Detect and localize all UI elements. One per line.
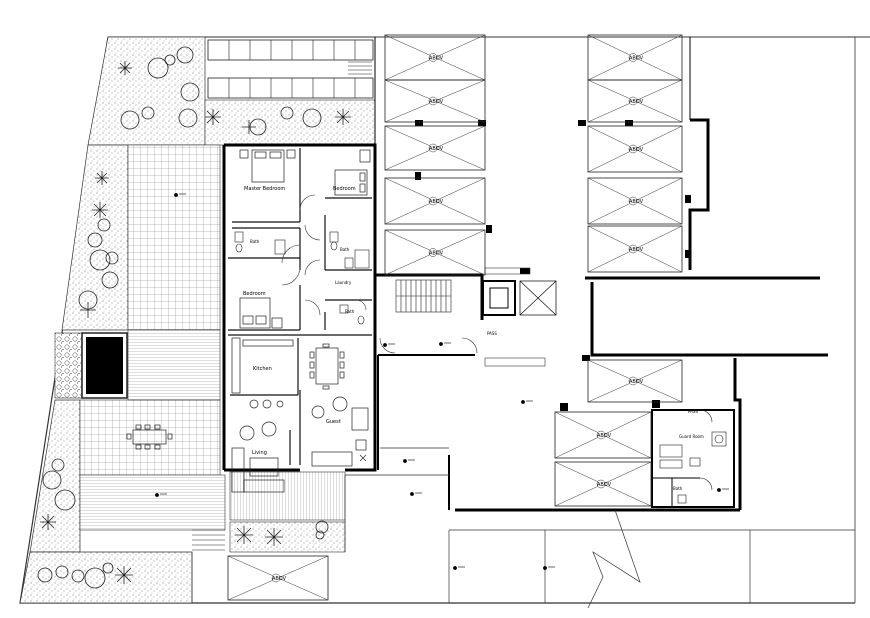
level-marker-icon xyxy=(543,566,555,570)
parking-stall: ABOV xyxy=(384,34,486,81)
parking-stall: ABOV xyxy=(384,229,486,276)
parking-stall: ABOV xyxy=(384,177,486,225)
level-marker-icon xyxy=(521,400,533,404)
parking-stall: ABOV xyxy=(587,125,683,173)
entry-steps xyxy=(191,529,225,603)
door-swings xyxy=(281,194,478,354)
parking-stall: ABOV xyxy=(554,411,652,459)
room-label-master-bedroom: Master Bedroom xyxy=(244,186,285,192)
parking-stall-label: ABOV xyxy=(629,147,644,153)
staircase-icon xyxy=(348,61,372,75)
road xyxy=(344,447,855,609)
parking-stall: ABOV xyxy=(587,177,683,225)
guard-room-walls xyxy=(651,409,735,508)
kitchen-furniture xyxy=(231,337,345,409)
parking-stall-label: ABOV xyxy=(429,55,444,61)
tree-icon xyxy=(37,46,351,589)
interior-walls xyxy=(228,148,372,465)
room-label-laundry: Laundry xyxy=(335,280,352,285)
garage-columns xyxy=(415,120,691,411)
parking-stall: ABOV xyxy=(587,79,683,123)
parking-stall: ABOV xyxy=(554,461,652,507)
deck-lower xyxy=(79,474,226,531)
level-marker-icon xyxy=(403,459,415,463)
parking-stall: ABOV xyxy=(587,359,683,403)
room-label-bath-3: Bath xyxy=(345,309,355,314)
parking-stall: ABOV xyxy=(227,555,329,601)
room-label-bedroom-1: Bedroom xyxy=(333,186,356,192)
level-marker-icon xyxy=(383,343,395,347)
guard-room-furniture xyxy=(659,409,727,504)
level-marker-icon xyxy=(717,488,729,492)
parking-stall-label: ABOV xyxy=(629,99,644,105)
level-marker-icon xyxy=(439,342,451,346)
parking-stall-label: ABOV xyxy=(429,250,444,256)
room-label-guard-room: Guard Room xyxy=(679,434,704,439)
level-marker-icon xyxy=(410,492,422,496)
bedroom-furniture xyxy=(239,149,371,329)
parking-stall-label: ABOV xyxy=(597,482,612,488)
deck-upper xyxy=(127,329,221,401)
parking-stall-label: ABOV xyxy=(429,199,444,205)
residence-walls xyxy=(222,143,377,472)
parking-stall: ABOV xyxy=(587,225,683,273)
parking-stall-label: ABOV xyxy=(629,55,644,61)
dining-table-icon xyxy=(126,424,173,450)
room-label-living: Living xyxy=(252,450,267,456)
parking-stall-label: ABOV xyxy=(272,576,287,582)
parking-stall-label: ABOV xyxy=(629,379,644,385)
bath-fixtures xyxy=(234,231,370,325)
stone-feature xyxy=(54,332,83,399)
room-label-bath-guest: Bath xyxy=(673,486,683,491)
elevator-icon xyxy=(482,280,557,316)
tiled-terrace-lower xyxy=(79,399,221,476)
parking-stall: ABOV xyxy=(587,34,683,81)
level-marker-icon xyxy=(453,566,465,570)
parking-stall-label: ABOV xyxy=(629,199,644,205)
room-label-bath-1: Bath xyxy=(250,239,260,244)
storage-cells xyxy=(207,39,374,99)
parking-stall-label: ABOV xyxy=(629,247,644,253)
room-label-kitchen: Kitchen xyxy=(253,366,272,372)
parking-stall-label: ABOV xyxy=(429,99,444,105)
level-marker-icon xyxy=(174,193,186,197)
room-label-bath-2: Bath xyxy=(340,247,350,252)
room-label-guest: Guest xyxy=(326,419,341,425)
parking-stall-label: ABOV xyxy=(429,146,444,152)
parking-stall: ABOV xyxy=(384,125,486,171)
room-label-pass-1: PASS xyxy=(487,331,497,336)
room-label-pass-2: PASS xyxy=(688,409,698,414)
living-furniture xyxy=(231,396,369,493)
staircase-icon xyxy=(395,279,452,313)
landscape-areas xyxy=(19,36,376,604)
level-marker-icon xyxy=(155,493,167,497)
ramp-grate-lower xyxy=(484,357,546,367)
room-label-bedroom-2: Bedroom xyxy=(243,291,266,297)
parking-stall: ABOV xyxy=(384,79,486,123)
tiled-terrace-upper xyxy=(127,144,221,331)
parking-stall-label: ABOV xyxy=(597,433,612,439)
